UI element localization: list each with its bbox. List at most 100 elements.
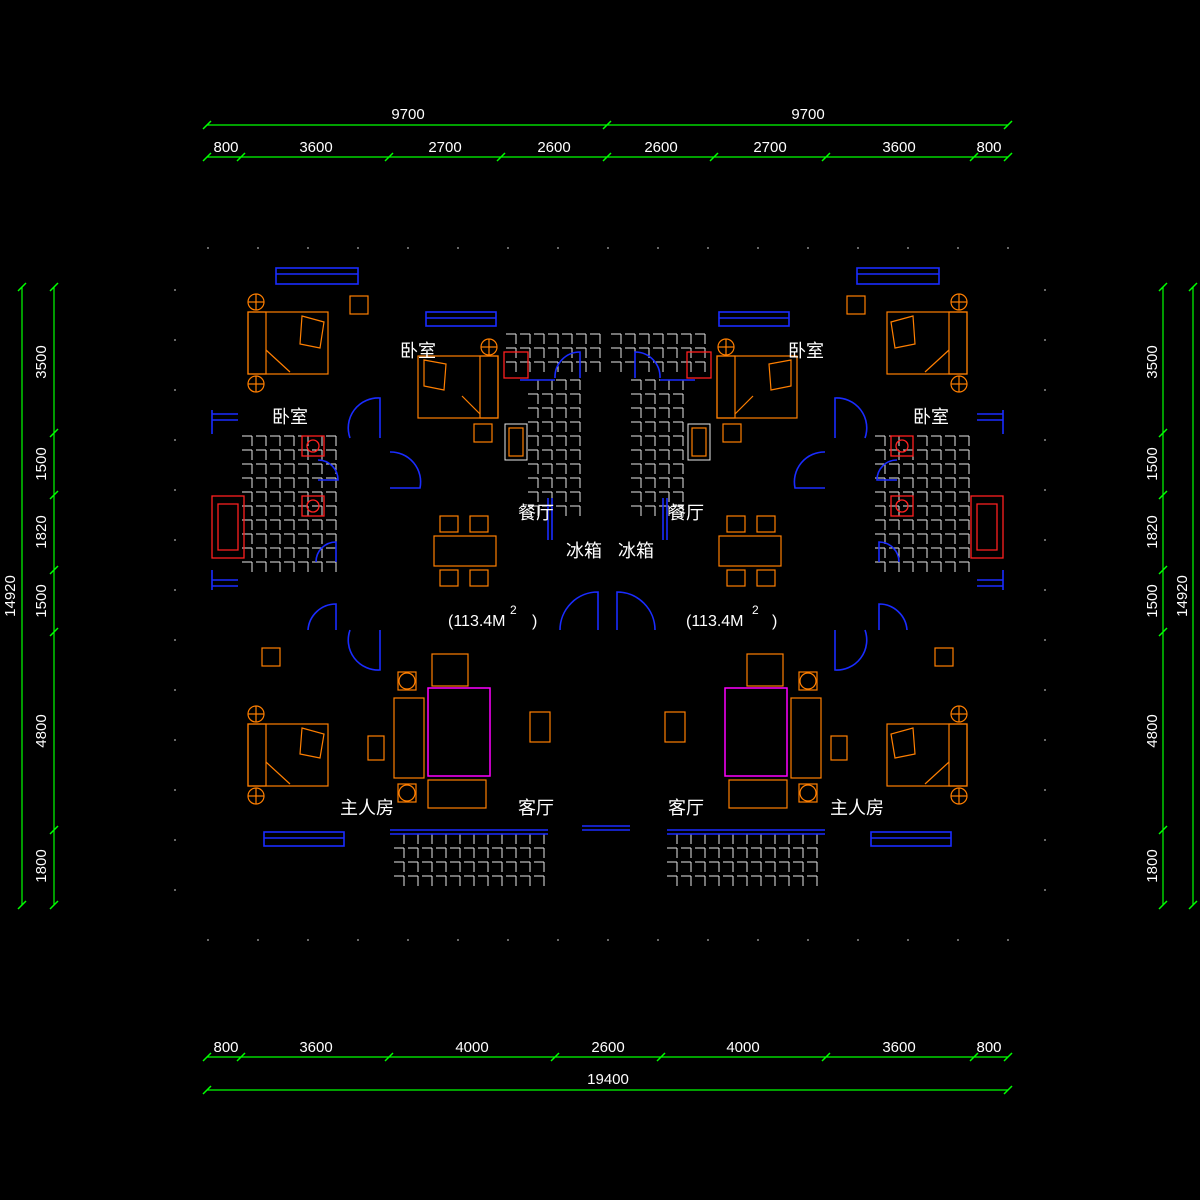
left-segment-label: 3500	[33, 345, 50, 378]
left-segment-label: 1500	[33, 584, 50, 617]
grid-dot	[407, 247, 409, 249]
dim-tick	[202, 120, 212, 130]
fridge	[504, 423, 528, 461]
cabinet	[503, 351, 529, 379]
grid-dot	[1044, 839, 1046, 841]
grid-dot	[457, 939, 459, 941]
door-swing	[389, 451, 422, 489]
left-segment-ticks	[49, 282, 59, 910]
top-total-label-left: 9700	[391, 106, 424, 123]
tile-grid	[528, 379, 581, 516]
door-swing	[307, 603, 337, 631]
bed	[247, 705, 329, 805]
grid-dots	[174, 247, 1046, 941]
grid-dot	[607, 247, 609, 249]
left-total-label: 14920	[2, 575, 19, 617]
tile-grid	[875, 435, 970, 572]
sofa-set	[393, 653, 491, 809]
grid-dot	[1044, 389, 1046, 391]
grid-dot	[1044, 339, 1046, 341]
bathtub	[211, 495, 245, 559]
grid-dot	[507, 247, 509, 249]
grid-dot	[757, 939, 759, 941]
top-segment-label: 2600	[644, 139, 677, 156]
apartment-unit-left	[211, 267, 599, 847]
area-value: (113.4M	[686, 613, 744, 630]
grid-dot	[174, 339, 176, 341]
grid-dot	[657, 939, 659, 941]
grid-dot	[557, 939, 559, 941]
top-segment-label: 2600	[537, 139, 570, 156]
room-label-bedroom: 卧室	[400, 341, 436, 362]
window	[425, 311, 497, 327]
grid-dot	[1044, 289, 1046, 291]
door-swing	[315, 541, 337, 563]
grid-dot	[174, 589, 176, 591]
grid-dot	[174, 689, 176, 691]
grid-dot	[1044, 439, 1046, 441]
grid-dot	[857, 939, 859, 941]
sink	[301, 435, 325, 457]
grid-dot	[174, 839, 176, 841]
top-total-label-right: 9700	[791, 106, 824, 123]
room-label-dining: 餐厅	[668, 503, 704, 524]
bottom-segment-ticks	[202, 1052, 1013, 1062]
grid-dot	[407, 939, 409, 941]
right-segment-label: 1500	[1144, 584, 1161, 617]
grid-dot	[657, 247, 659, 249]
grid-dot	[257, 247, 259, 249]
grid-dot	[1044, 739, 1046, 741]
grid-dot	[857, 247, 859, 249]
dim-tick	[1003, 120, 1013, 130]
right-segment-label: 1820	[1144, 515, 1161, 548]
door-swing	[559, 591, 599, 631]
grid-dot	[1044, 889, 1046, 891]
grid-dot	[557, 247, 559, 249]
grid-dot	[174, 389, 176, 391]
chair	[261, 647, 281, 667]
chair	[473, 423, 493, 443]
room-label-dining: 餐厅	[518, 503, 554, 524]
top-segment-label: 2700	[428, 139, 461, 156]
door-swing	[347, 397, 381, 439]
grid-dot	[1044, 539, 1046, 541]
bottom-total-label: 19400	[587, 1071, 629, 1088]
room-label-bedroom: 卧室	[272, 407, 308, 428]
dimension-lines	[17, 120, 1198, 1095]
grid-dot	[1044, 689, 1046, 691]
door-swing	[554, 351, 581, 379]
window	[390, 829, 548, 835]
grid-dot	[207, 939, 209, 941]
grid-dot	[1044, 639, 1046, 641]
top-segment-label: 3600	[299, 139, 332, 156]
grid-dot	[907, 247, 909, 249]
top-segment-label: 3600	[882, 139, 915, 156]
grid-dot	[307, 939, 309, 941]
grid-dot	[1044, 489, 1046, 491]
room-label-fridge: 冰箱	[618, 541, 654, 562]
left-segment-label: 1820	[33, 515, 50, 548]
room-label-bedroom: 卧室	[913, 407, 949, 428]
grid-dot	[357, 247, 359, 249]
grid-dot	[307, 247, 309, 249]
grid-dot	[1044, 589, 1046, 591]
area-superscript: 2	[752, 603, 759, 617]
window	[582, 825, 630, 831]
grid-dot	[1044, 789, 1046, 791]
grid-dot	[807, 939, 809, 941]
room-label-living: 客厅	[668, 798, 704, 819]
grid-dot	[507, 939, 509, 941]
bottom-segment-label: 3600	[882, 1039, 915, 1056]
top-segment-label: 800	[976, 139, 1001, 156]
grid-dot	[207, 247, 209, 249]
grid-dot	[707, 247, 709, 249]
grid-dot	[174, 739, 176, 741]
window	[275, 267, 359, 285]
top-segment-label: 800	[213, 139, 238, 156]
grid-dot	[174, 289, 176, 291]
bottom-segment-label: 800	[976, 1039, 1001, 1056]
room-label-living: 客厅	[518, 798, 554, 819]
bottom-segment-label: 4000	[726, 1039, 759, 1056]
grid-dot	[174, 889, 176, 891]
